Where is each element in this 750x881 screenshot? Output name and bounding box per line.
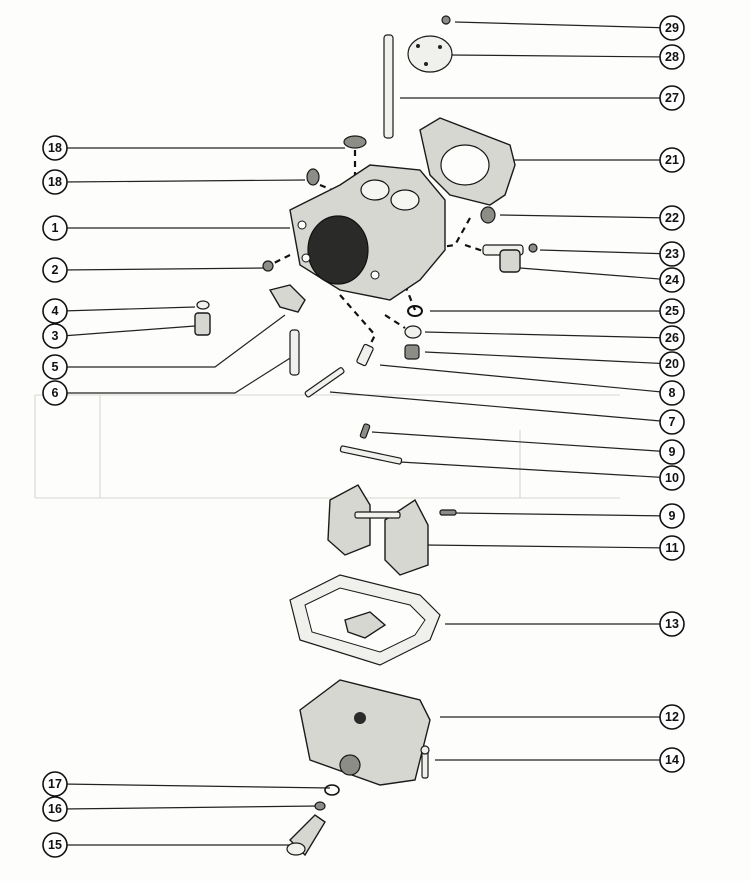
part-24-washer — [404, 325, 422, 339]
callout-12: 12 — [659, 704, 685, 730]
svg-text:5: 5 — [52, 360, 59, 374]
callout-4: 4 — [42, 298, 68, 324]
svg-text:26: 26 — [665, 331, 679, 345]
part-9-pin-upper — [359, 423, 371, 439]
svg-text:29: 29 — [665, 21, 679, 35]
part-10-shaft — [339, 445, 403, 465]
callout-27: 23 — [659, 241, 685, 267]
part-9-pin-lower — [439, 509, 457, 516]
part-16-nut — [314, 801, 326, 811]
part-1-carburetor-body — [289, 164, 446, 301]
svg-text:22: 22 — [665, 211, 679, 225]
part-17-o-ring — [324, 784, 340, 796]
callout-7: 7 — [659, 409, 685, 435]
callout-20: 27 — [659, 85, 685, 111]
part-28-plug — [480, 206, 496, 224]
svg-text:16: 16 — [48, 802, 62, 816]
svg-text:12: 12 — [665, 710, 679, 724]
svg-text:14: 14 — [665, 753, 679, 767]
part-21-cover-plate — [407, 35, 453, 73]
svg-text:1: 1 — [52, 221, 59, 235]
svg-text:23: 23 — [665, 247, 679, 261]
svg-text:2: 2 — [52, 263, 59, 277]
part-12-float-bowl — [299, 679, 431, 786]
svg-text:6: 6 — [52, 386, 59, 400]
svg-text:11: 11 — [665, 541, 678, 555]
callout-13: 13 — [659, 611, 685, 637]
part-15-bolt — [286, 814, 326, 857]
callout-11: 11 — [659, 535, 685, 561]
part-20-shaft — [383, 34, 394, 139]
svg-text:20: 20 — [665, 357, 679, 371]
callout-2: 2 — [42, 257, 68, 283]
svg-text:10: 10 — [665, 471, 679, 485]
svg-text:13: 13 — [665, 617, 679, 631]
callout-23: 25 — [659, 298, 685, 324]
callout-29: 21 — [659, 147, 685, 173]
callout-1: 1 — [42, 215, 68, 241]
part-27-screw — [528, 243, 538, 253]
part-19-plug — [343, 135, 367, 149]
part-26-fitting — [482, 244, 524, 273]
callout-5: 5 — [42, 354, 68, 380]
callout-8-right: 8 — [659, 380, 685, 406]
part-23-washer — [407, 305, 423, 317]
callout-9-upper: 9 — [659, 439, 685, 465]
part-18-plug — [306, 168, 320, 186]
callout-21: 28 — [659, 44, 685, 70]
callout-25: 20 — [659, 351, 685, 377]
callout-26: 24 — [659, 267, 685, 293]
callout-14: 14 — [659, 747, 685, 773]
svg-text:8: 8 — [669, 386, 676, 400]
part-14-screw — [420, 745, 430, 779]
part-6-needle — [289, 329, 300, 376]
bleed-through-ghost — [34, 394, 620, 499]
svg-text:24: 24 — [665, 273, 679, 287]
part-8-spring — [356, 343, 374, 367]
part-11-float — [327, 484, 429, 576]
part-13-gasket — [289, 574, 441, 666]
callout-3: 3 — [42, 323, 68, 349]
callouts: 29 28 27 21 22 23 24 25 26 20 8 7 9 10 9… — [42, 15, 685, 858]
svg-text:28: 28 — [665, 50, 679, 64]
callout-6: 6 — [42, 380, 68, 406]
leader-lines — [61, 21, 673, 846]
part-4-nut — [196, 300, 210, 310]
svg-text:18: 18 — [48, 175, 62, 189]
callout-17: 17 — [42, 771, 68, 797]
callout-22: 29 — [659, 15, 685, 41]
svg-text:9: 9 — [669, 509, 676, 523]
svg-text:7: 7 — [669, 415, 676, 429]
svg-text:15: 15 — [48, 838, 62, 852]
part-25-nut — [404, 344, 420, 360]
svg-text:4: 4 — [52, 304, 59, 318]
svg-text:21: 21 — [665, 153, 679, 167]
part-2-plug — [262, 260, 274, 272]
svg-text:17: 17 — [48, 777, 62, 791]
svg-text:3: 3 — [52, 329, 59, 343]
svg-text:18: 18 — [48, 141, 62, 155]
part-22-screw — [441, 15, 451, 25]
svg-text:27: 27 — [665, 91, 679, 105]
svg-text:9: 9 — [669, 445, 676, 459]
callout-19: 18 — [42, 135, 68, 161]
callout-9-lower: 9 — [659, 503, 685, 529]
callout-28: 22 — [659, 205, 685, 231]
part-29-gasket — [419, 117, 516, 206]
callout-24: 26 — [659, 325, 685, 351]
callout-16: 16 — [42, 796, 68, 822]
part-7-screw — [304, 367, 345, 398]
part-3-jet — [194, 312, 211, 336]
callout-10: 10 — [659, 465, 685, 491]
callout-15: 15 — [42, 832, 68, 858]
svg-text:25: 25 — [665, 304, 679, 318]
callout-18: 18 — [42, 169, 68, 195]
part-5-bracket — [268, 284, 306, 313]
